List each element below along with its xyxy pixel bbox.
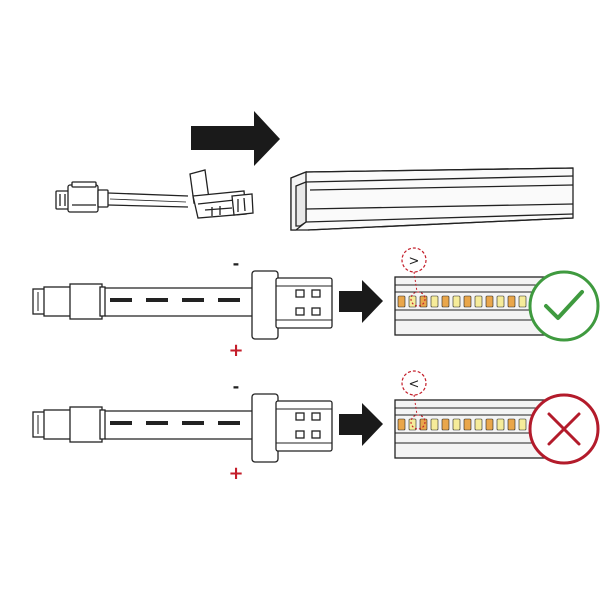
negative-label: - <box>233 254 240 273</box>
aluminium-profile-icon <box>290 167 574 231</box>
connector-head-icon <box>251 393 333 463</box>
direction-circle <box>401 247 427 273</box>
led-chip <box>408 418 417 431</box>
led-chip <box>452 418 461 431</box>
direction-target-circle <box>410 291 426 307</box>
plug-tip <box>32 411 46 438</box>
led-chip <box>474 295 483 308</box>
led-chip <box>419 295 428 308</box>
plug-body <box>43 286 73 317</box>
direction-label: > <box>409 254 420 269</box>
direction-label: < <box>409 377 420 392</box>
cross-mark-icon <box>547 412 581 446</box>
led-chip <box>441 295 450 308</box>
plug-collar <box>69 283 103 320</box>
connector-pin-slot-3 <box>295 307 305 316</box>
connector-pin-slot-3 <box>295 430 305 439</box>
led-chip <box>507 418 516 431</box>
led-chip <box>463 418 472 431</box>
plug-collar <box>69 406 103 443</box>
led-chip <box>485 295 494 308</box>
led-chip <box>507 295 516 308</box>
led-chip <box>430 295 439 308</box>
positive-label: + <box>228 463 243 484</box>
arrow-right-icon <box>339 403 383 446</box>
result-wrong-badge <box>528 393 600 465</box>
plug-end <box>99 286 106 317</box>
led-chip <box>408 295 417 308</box>
led-chip <box>496 295 505 308</box>
connector-pin-slot-1 <box>295 412 305 421</box>
cable-icon <box>105 287 255 317</box>
connector-head-icon <box>251 270 333 340</box>
plug-end <box>99 409 106 440</box>
connector-pin-slot-4 <box>311 307 321 316</box>
led-chip <box>496 418 505 431</box>
direction-circle <box>401 370 427 396</box>
result-circle <box>528 270 600 342</box>
direction-marker-icon: < <box>401 370 427 430</box>
connector-housing <box>251 393 279 463</box>
led-chip <box>463 295 472 308</box>
connector-housing <box>251 270 279 340</box>
led-chip <box>518 418 527 431</box>
plug-tip <box>32 288 46 315</box>
strip-connector-icon <box>55 169 254 219</box>
arrow-right-icon <box>339 280 383 323</box>
positive-label: + <box>228 340 243 361</box>
plug-icon <box>32 406 106 443</box>
connector-pin-slot-2 <box>311 412 321 421</box>
direction-target-circle <box>410 414 426 430</box>
connector-pin-slot-4 <box>311 430 321 439</box>
arrow-right-icon <box>191 111 280 166</box>
led-chip <box>518 295 527 308</box>
step-correct: - + > <box>32 247 600 361</box>
direction-marker-icon: > <box>401 247 427 307</box>
negative-label: - <box>233 377 240 396</box>
direction-leader <box>413 271 418 293</box>
result-correct-badge <box>528 270 600 342</box>
check-mark-icon <box>544 290 584 320</box>
led-chip <box>441 418 450 431</box>
led-chip <box>474 418 483 431</box>
step-insert <box>55 111 574 231</box>
direction-leader <box>413 394 418 416</box>
led-chip <box>397 295 406 308</box>
plug-icon <box>32 283 106 320</box>
led-chip <box>430 418 439 431</box>
led-chip <box>485 418 494 431</box>
led-chip <box>397 418 406 431</box>
cable-icon <box>105 410 255 440</box>
plug-body <box>43 409 73 440</box>
connector-pin-slot-2 <box>311 289 321 298</box>
connector-pin-slot-1 <box>295 289 305 298</box>
led-chip <box>452 295 461 308</box>
step-wrong: - + < <box>32 370 600 484</box>
led-chip <box>419 418 428 431</box>
